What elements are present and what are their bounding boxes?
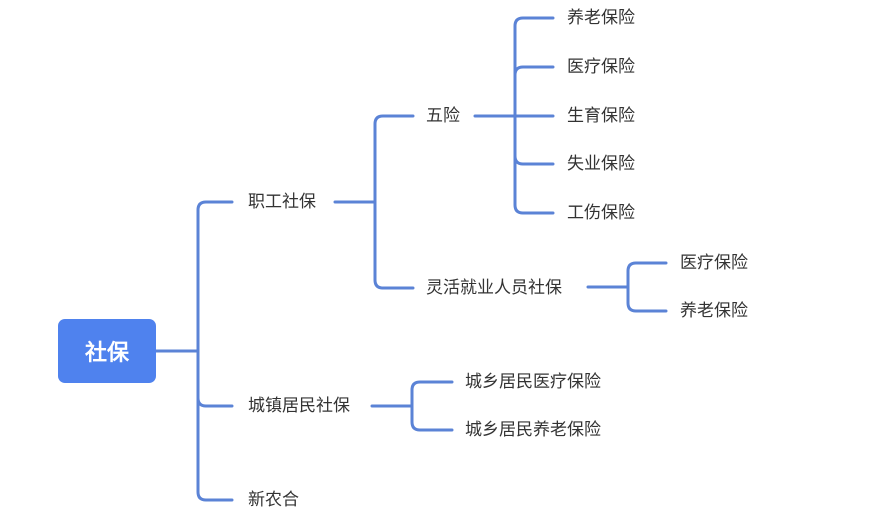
connector-wuxian-2 <box>513 65 555 118</box>
node-wuxian-yiliao[interactable]: 医疗保险 <box>567 57 635 77</box>
connector-wuxian-1 <box>513 16 555 118</box>
connector-wuxian-4 <box>513 114 555 166</box>
root-node[interactable]: 社保 <box>58 319 156 383</box>
node-wuxian-yanglao[interactable]: 养老保险 <box>567 8 635 28</box>
node-linghuo[interactable]: 灵活就业人员社保 <box>426 278 562 298</box>
node-zhigong[interactable]: 职工社保 <box>248 192 316 212</box>
connector-root-zhigong <box>196 200 234 353</box>
node-linghuo-yiliao[interactable]: 医疗保险 <box>680 253 748 273</box>
root-label: 社保 <box>84 341 129 366</box>
connector-root-chengzhen <box>196 349 234 408</box>
connector-linghuo-1 <box>626 261 668 289</box>
node-linghuo-yanglao[interactable]: 养老保险 <box>680 301 748 321</box>
connector-zhigong-wuxian <box>373 114 415 204</box>
node-chengzhen-yiliao[interactable]: 城乡居民医疗保险 <box>465 372 601 392</box>
connector-wuxian-5 <box>513 114 555 215</box>
node-xinnonghe[interactable]: 新农合 <box>248 490 299 510</box>
connector-linghuo-2 <box>626 285 668 313</box>
connector-chengzhen-2 <box>410 404 454 432</box>
node-wuxian[interactable]: 五险 <box>426 106 460 126</box>
node-wuxian-gongshang[interactable]: 工伤保险 <box>567 203 635 223</box>
node-wuxian-shiye[interactable]: 失业保险 <box>567 154 635 174</box>
node-wuxian-shengyu[interactable]: 生育保险 <box>567 106 635 126</box>
connector-chengzhen-1 <box>410 380 454 408</box>
connector-root-xinnonghe <box>196 349 234 502</box>
node-chengzhen[interactable]: 城镇居民社保 <box>248 396 350 416</box>
node-chengzhen-yanglao[interactable]: 城乡居民养老保险 <box>465 420 601 440</box>
connector-zhigong-linghuo <box>373 200 415 290</box>
